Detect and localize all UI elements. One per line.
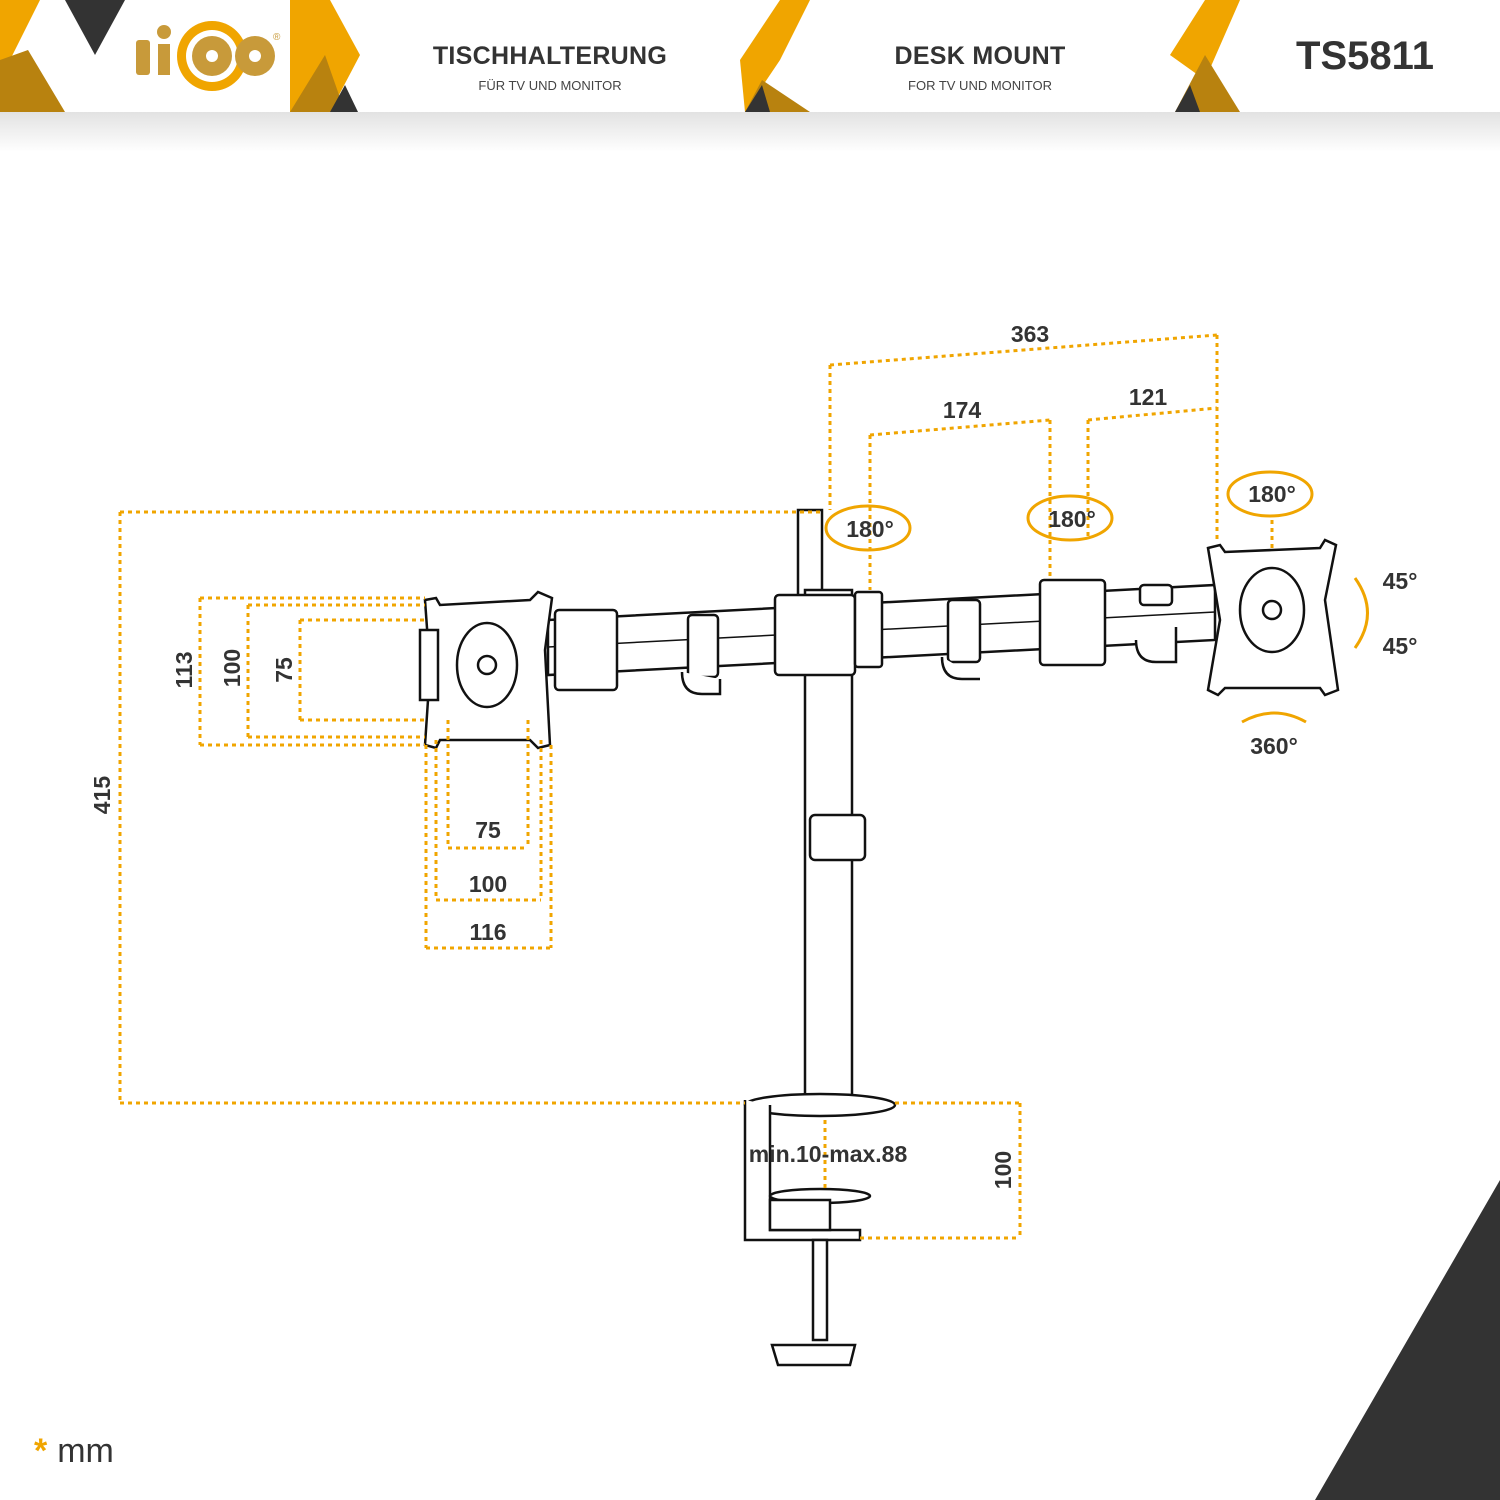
label-plate-width-116: 116 [469,919,506,945]
label-arm-total: 363 [1011,321,1049,347]
label-tilt-up: 45° [1383,568,1418,594]
corner-decoration [1315,1180,1500,1500]
label-height: 415 [89,776,115,815]
label-rotation-right: 180° [1248,481,1296,507]
label-clamp-height: 100 [990,1151,1016,1189]
label-arm-outer: 121 [1129,384,1168,410]
label-plate-width-100: 100 [469,871,507,897]
title-english: DESK MOUNT [894,42,1066,70]
label-rotation-mid: 180° [1048,506,1096,532]
header-shadow [0,112,1500,152]
subtitle-english: FOR TV UND MONITOR [908,78,1052,93]
mount-drawing [418,508,1340,1367]
label-rotation-left: 180° [846,516,894,542]
label-tilt-down: 45° [1383,633,1418,659]
unit-note: *mm [34,1432,114,1471]
label-clamp-range: min.10-max.88 [749,1141,908,1167]
label-plate-height-75: 75 [271,657,297,683]
label-arm-inner: 174 [943,397,982,423]
header-decoration [0,0,1240,112]
unit-label: mm [57,1432,114,1470]
label-swivel: 360° [1250,733,1298,759]
title-german: TISCHHALTERUNG [432,42,668,70]
dimension-lines [118,333,1274,1240]
label-plate-height-100: 100 [219,649,245,687]
label-plate-width-75: 75 [475,817,501,843]
model-number: TS5811 [1296,34,1434,78]
subtitle-german: FÜR TV UND MONITOR [478,78,622,93]
ricoo-logo: ® [136,21,281,91]
svg-text:®: ® [273,32,281,43]
label-plate-height-113: 113 [171,651,197,688]
rotation-indicators [824,470,1369,724]
asterisk: * [34,1432,48,1470]
